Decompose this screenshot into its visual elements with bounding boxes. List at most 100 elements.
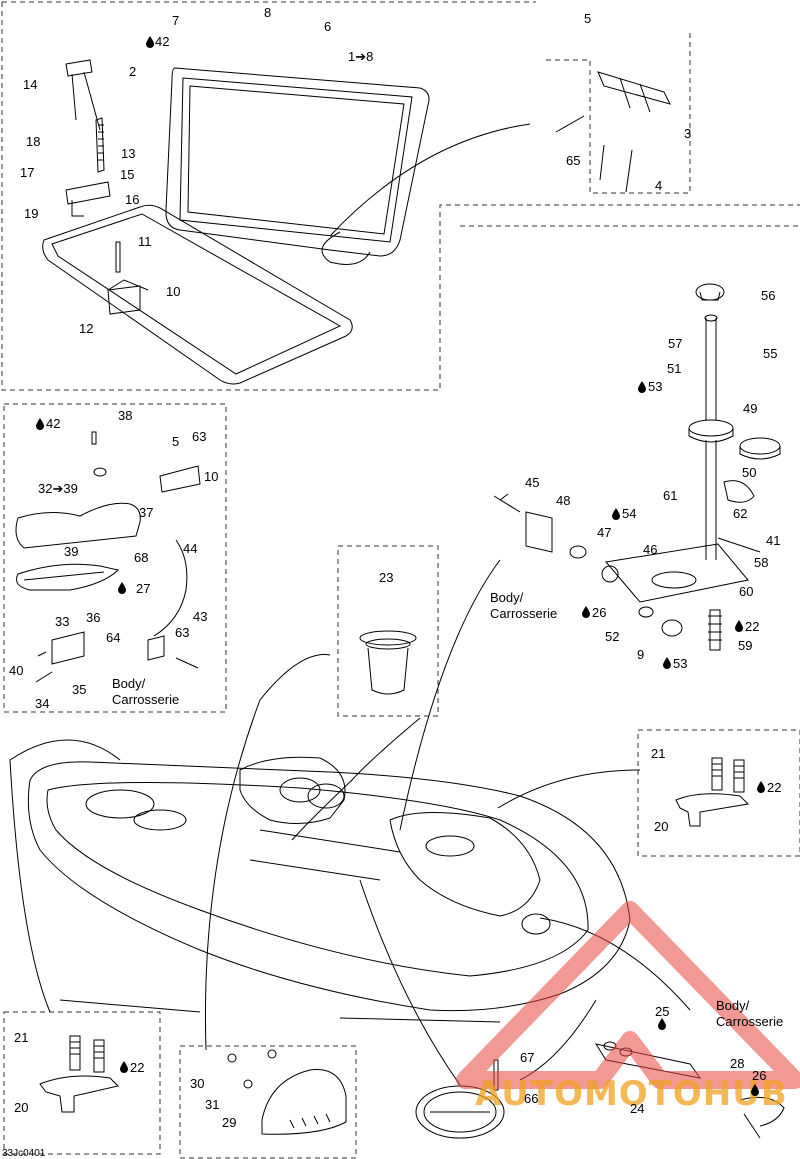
part-number-59: 59 xyxy=(738,638,752,653)
leader-curves xyxy=(9,123,691,1086)
cleat-left xyxy=(39,1035,119,1113)
clips-4 xyxy=(599,144,633,193)
part-number-25: 25 xyxy=(655,1004,669,1019)
watermark-logo: AUTOMOTOHUB xyxy=(456,901,800,1114)
drop-icon xyxy=(638,381,646,393)
part-number-28: 28 xyxy=(730,1056,744,1071)
part-number-23: 23 xyxy=(379,570,393,585)
part-number-40: 40 xyxy=(9,663,23,678)
drop-icon xyxy=(735,620,743,632)
watermark-triangle xyxy=(456,901,800,1089)
part-number-20: 20 xyxy=(654,819,668,834)
drop-icons xyxy=(36,36,765,1096)
callout-labels: 7 8 6 42 1➔8 5 14 2 3 13 18 65 17 15 4 1… xyxy=(9,5,781,1130)
body-label-left-1: Body/ xyxy=(112,676,146,691)
body-labels: Body/ Carrosserie Body/ Carrosserie Body… xyxy=(112,590,783,1029)
part-number-44: 44 xyxy=(183,541,197,556)
hinge-part-13 xyxy=(95,117,105,173)
part-number-32-to-39: 32➔39 xyxy=(38,481,78,496)
part-number-50: 50 xyxy=(742,465,756,480)
part-number-34: 34 xyxy=(35,696,49,711)
storage-opening xyxy=(42,204,353,385)
part-number-17: 17 xyxy=(20,165,34,180)
drop-icon xyxy=(582,606,590,618)
frame-seat-box xyxy=(3,403,227,713)
part-number-47: 47 xyxy=(597,525,611,540)
part-number-51: 51 xyxy=(667,361,681,376)
frame-top-right xyxy=(546,30,691,194)
part-number-63: 63 xyxy=(175,625,189,640)
body-label-right-1: Body/ xyxy=(490,590,524,605)
part-number-33: 33 xyxy=(55,614,69,629)
body-label-left-2: Carrosserie xyxy=(112,692,179,707)
part-number-36: 36 xyxy=(86,610,100,625)
part-number-19: 19 xyxy=(24,206,38,221)
hinge-part-10 xyxy=(107,279,149,315)
part-number-49: 49 xyxy=(743,401,757,416)
part-number-67: 67 xyxy=(520,1050,534,1065)
drop-icon xyxy=(663,657,671,669)
part-number-11: 11 xyxy=(138,234,152,249)
part-number-26: 26 xyxy=(592,605,606,620)
body-label-bottom-1: Body/ xyxy=(716,998,750,1013)
hinge-bracket-lower xyxy=(65,181,111,217)
hinge-bracket-top xyxy=(65,59,101,131)
part-number-21: 21 xyxy=(14,1030,28,1045)
body-label-right-2: Carrosserie xyxy=(490,606,557,621)
part-number-5: 5 xyxy=(584,11,591,26)
steering-column xyxy=(493,283,781,651)
part-number-41: 41 xyxy=(766,533,780,548)
part-number-45: 45 xyxy=(525,475,539,490)
part-number-62: 62 xyxy=(733,506,747,521)
part-number-56: 56 xyxy=(761,288,775,303)
cup-holder xyxy=(359,630,417,695)
part-number-4: 4 xyxy=(655,178,662,193)
part-number-63: 63 xyxy=(192,429,206,444)
bracket-part-3 xyxy=(597,71,671,113)
boat-hull xyxy=(27,756,631,1023)
part-number-5: 5 xyxy=(172,434,179,449)
part-number-46: 46 xyxy=(643,542,657,557)
part-number-31: 31 xyxy=(205,1097,219,1112)
part-number-42: 42 xyxy=(46,416,60,431)
part-number-10: 10 xyxy=(166,284,180,299)
part-number-35: 35 xyxy=(72,682,86,697)
part-number-55: 55 xyxy=(763,346,777,361)
part-number-53: 53 xyxy=(673,656,687,671)
part-number-68: 68 xyxy=(134,550,148,565)
diagram-code: 33Jc0401 xyxy=(2,1148,46,1159)
part-number-13: 13 xyxy=(121,146,135,161)
part-number-27: 27 xyxy=(136,581,150,596)
part-number-58: 58 xyxy=(754,555,768,570)
drop-icon xyxy=(612,508,620,520)
part-number-48: 48 xyxy=(556,493,570,508)
part-number-6: 6 xyxy=(324,19,331,34)
frame-cleat-left xyxy=(3,1011,161,1155)
drop-icon xyxy=(146,36,154,48)
part-number-18: 18 xyxy=(26,134,40,149)
line-art xyxy=(9,59,785,1139)
part-number-22: 22 xyxy=(130,1060,144,1075)
part-number-12: 12 xyxy=(79,321,93,336)
part-number-9: 9 xyxy=(637,647,644,662)
part-number-53: 53 xyxy=(648,379,662,394)
frame-cup-box xyxy=(337,545,439,717)
vent-cover xyxy=(227,1049,347,1135)
part-number-52: 52 xyxy=(605,629,619,644)
body-label-bottom-2: Carrosserie xyxy=(716,1014,783,1029)
frame-top-left xyxy=(1,1,800,391)
part-number-22: 22 xyxy=(767,780,781,795)
part-number-60: 60 xyxy=(739,584,753,599)
part-number-10: 10 xyxy=(204,469,218,484)
drop-icon xyxy=(120,1061,128,1073)
bolt-11 xyxy=(115,241,121,273)
seat-assembly xyxy=(15,431,201,683)
part-number-54: 54 xyxy=(622,506,636,521)
part-number-24: 24 xyxy=(630,1101,644,1116)
drop-icon xyxy=(751,1084,759,1096)
part-number-21: 21 xyxy=(651,746,665,761)
part-number-3: 3 xyxy=(684,126,691,141)
drop-icon xyxy=(118,582,126,594)
part-number-15: 15 xyxy=(120,167,134,182)
